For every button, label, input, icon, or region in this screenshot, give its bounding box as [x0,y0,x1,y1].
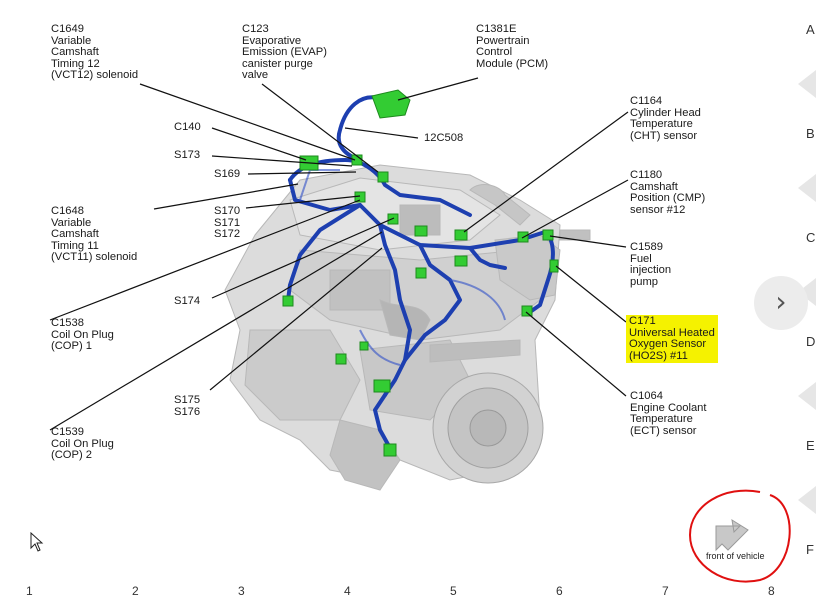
label-12c508: 12C508 [424,132,464,144]
zone-letter-d: D [806,334,816,349]
grid-number-1: 1 [26,584,33,598]
front-of-vehicle-label: front of vehicle [706,551,765,561]
label-s169: S169 [214,168,241,180]
label-c1164: C1164 Cylinder Head Temperature (CHT) se… [630,95,701,142]
grid-number-3: 3 [238,584,245,598]
label-c1539: C1539 Coil On Plug (COP) 2 [51,426,114,462]
next-page-button[interactable]: › [754,276,808,330]
grid-number-6: 6 [556,584,563,598]
zone-tri-1 [798,70,816,98]
zone-letter-b: B [806,126,815,141]
zone-letter-f: F [806,542,814,557]
next-arrow-icon: › [775,285,787,318]
grid-number-7: 7 [662,584,669,598]
annotation-circle [688,489,791,583]
label-c123: C123 Evaporative Emission (EVAP) caniste… [242,23,327,82]
label-c1538: C1538 Coil On Plug (COP) 1 [51,317,114,353]
grid-number-4: 4 [344,584,351,598]
grid-number-5: 5 [450,584,457,598]
label-c1064: C1064 Engine Coolant Temperature (ECT) s… [630,390,707,437]
zone-tri-5 [798,486,816,514]
grid-number-8: 8 [768,584,775,598]
label-s170-s172: S170 S171 S172 [214,205,241,241]
label-c1589: C1589 Fuel injection pump [630,241,672,288]
label-c171-highlighted: C171 Universal Heated Oxygen Sensor (HO2… [626,315,718,364]
mouse-cursor-icon [30,532,44,552]
leader-lines [49,77,629,431]
front-arrow-icon [715,518,749,552]
label-s173: S173 [174,149,201,161]
label-c1381e: C1381E Powertrain Control Module (PCM) [476,23,549,70]
label-s174: S174 [174,295,201,307]
zone-tri-4 [798,382,816,410]
label-s175-s176: S175 S176 [174,394,201,418]
zone-letter-c: C [806,230,816,245]
connectors [282,89,559,457]
zone-tri-2 [798,174,816,202]
zone-letter-e: E [806,438,815,453]
label-c140: C140 [174,121,201,133]
zone-letter-a: A [806,22,815,37]
grid-number-2: 2 [132,584,139,598]
label-c1648: C1648 Variable Camshaft Timing 11 (VCT11… [51,205,138,264]
label-c1649: C1649 Variable Camshaft Timing 12 (VCT12… [51,23,139,82]
label-c1180: C1180 Camshaft Position (CMP) sensor #12 [630,169,706,216]
